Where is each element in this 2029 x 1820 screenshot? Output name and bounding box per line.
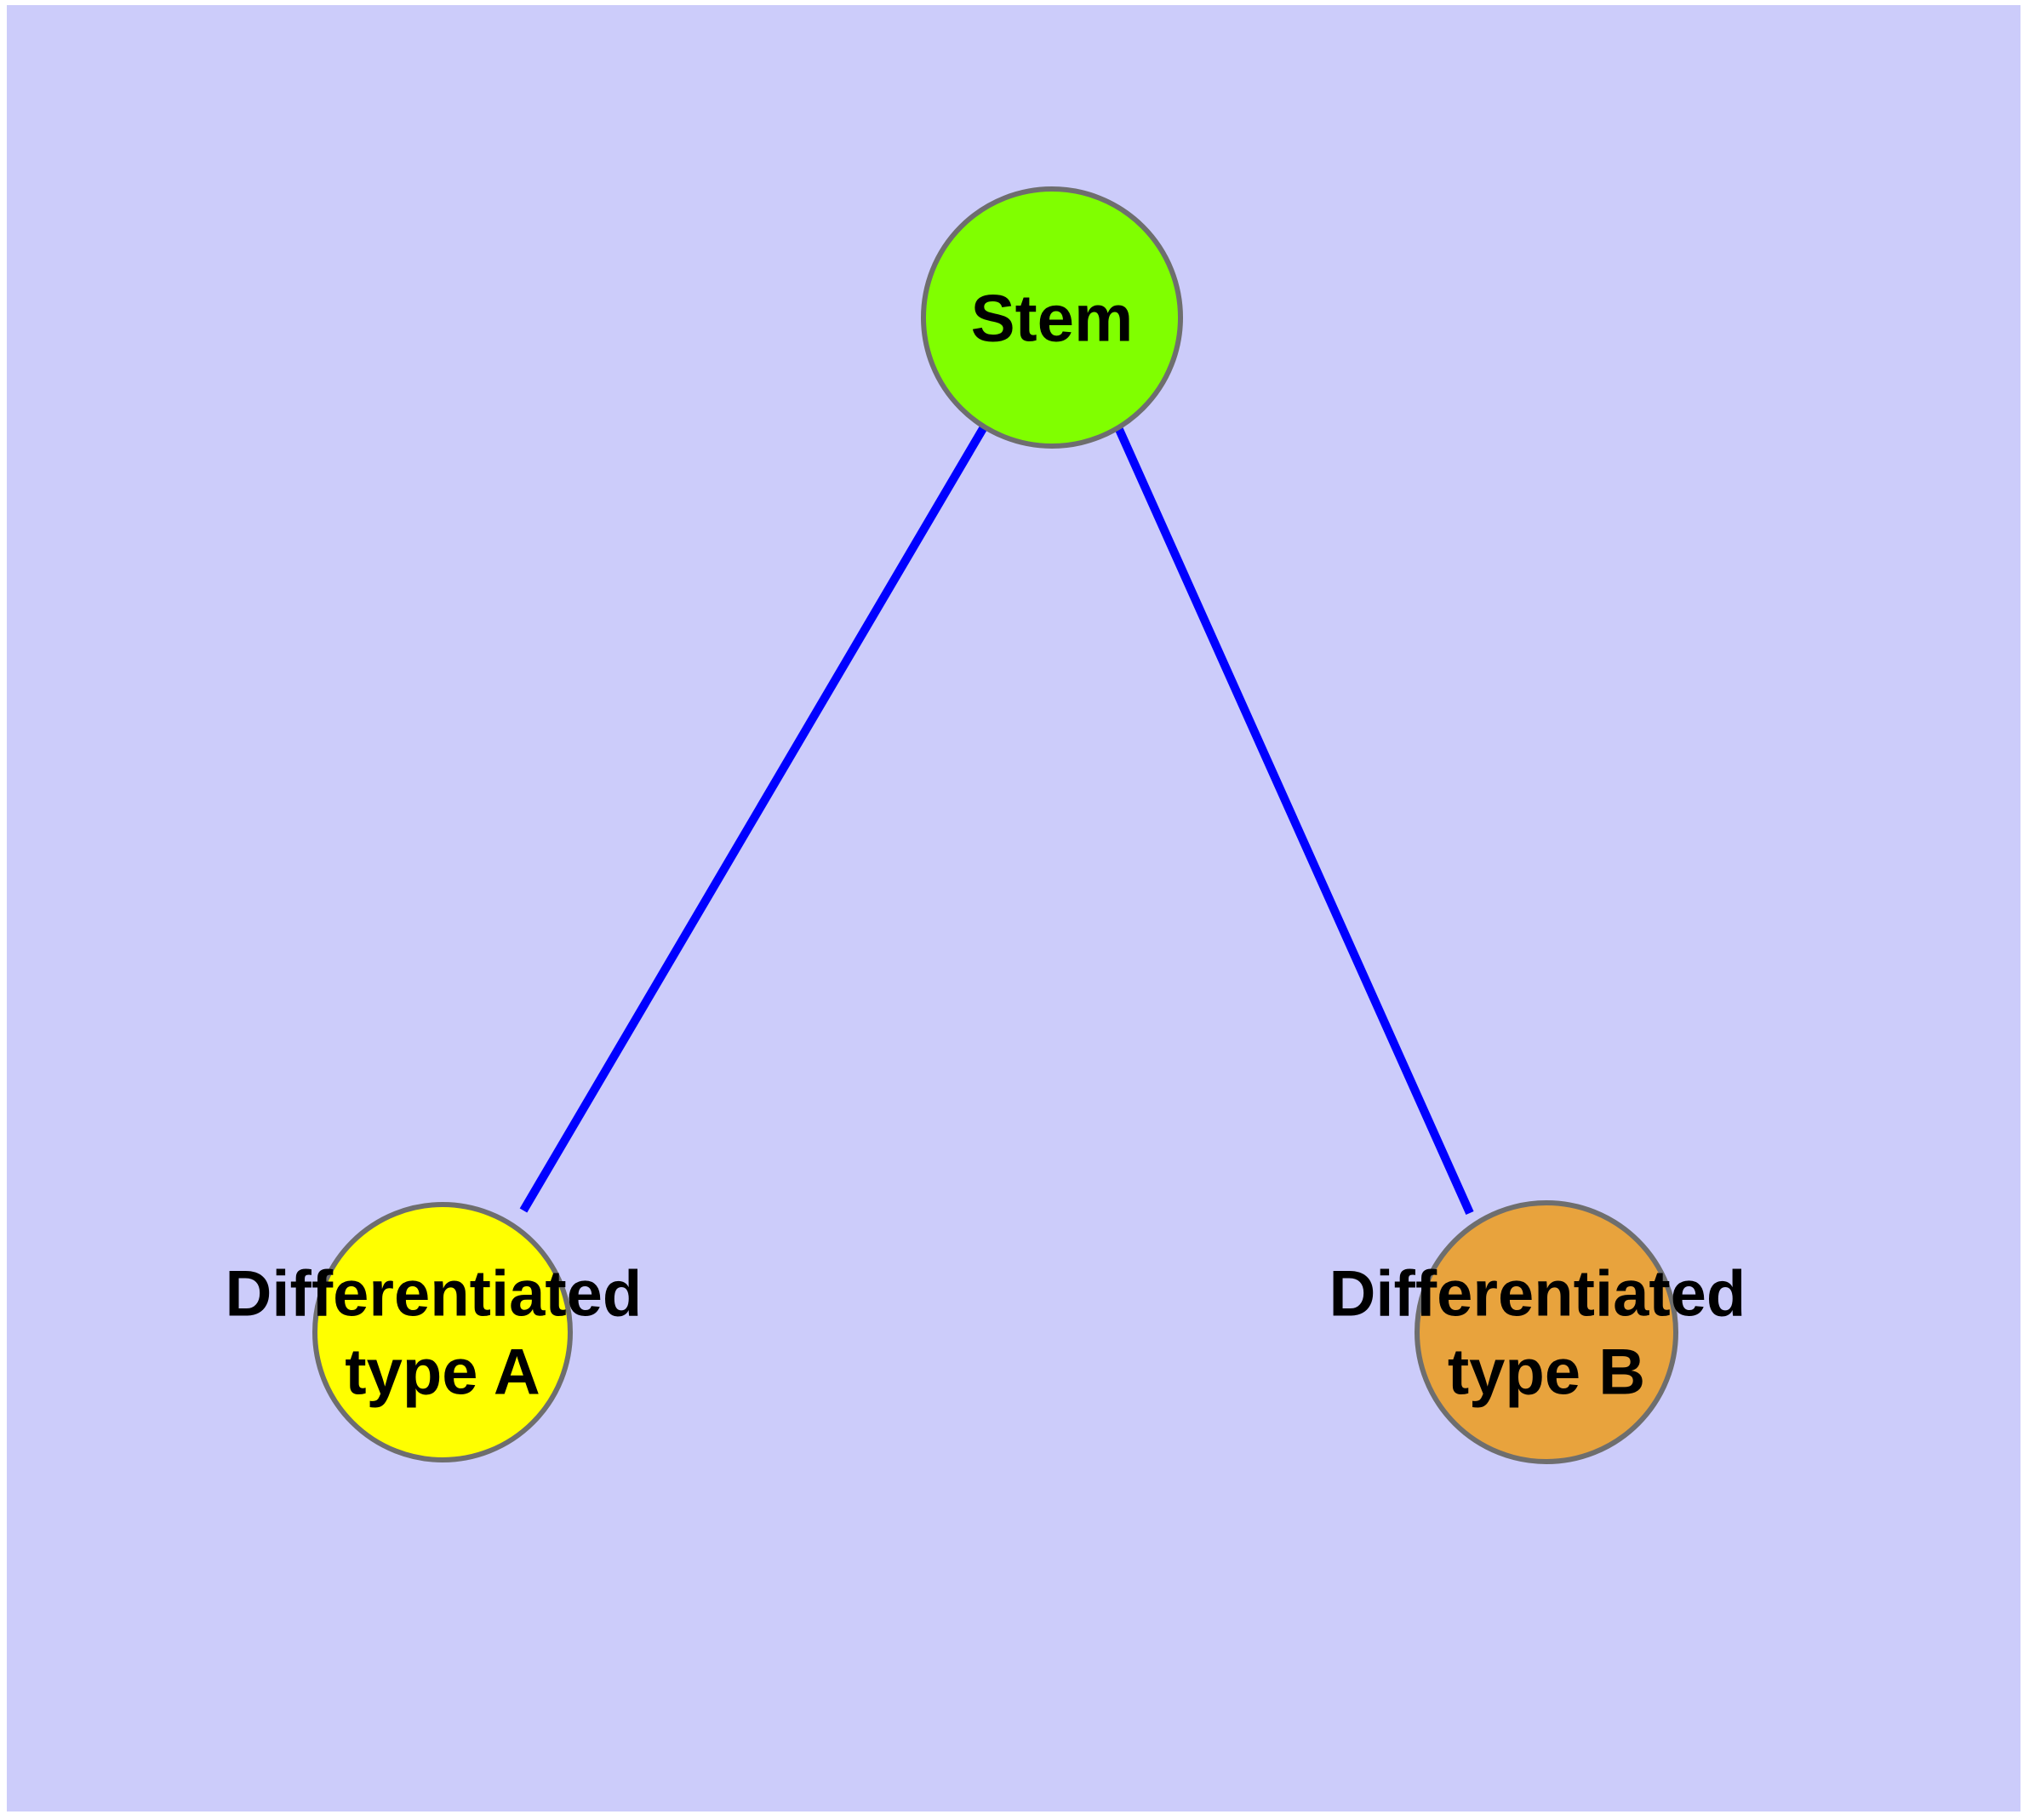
node-stem-circle[interactable] — [921, 186, 1183, 449]
node-differentiated-type-b[interactable] — [1415, 1200, 1678, 1464]
node-differentiated-type-a-label: Differentiated type A — [226, 1258, 660, 1409]
node-differentiated-type-b-label: Differentiated type B — [1329, 1258, 1764, 1409]
labels-layer: Stem Differentiated type A Differentiate… — [226, 280, 1764, 1409]
edge-stem-to-differentiated-type-a[interactable] — [519, 423, 989, 1213]
node-differentiated-type-b-circle[interactable] — [1415, 1200, 1678, 1464]
nodes-layer — [312, 186, 1678, 1464]
node-differentiated-type-a-circle[interactable] — [312, 1202, 573, 1462]
node-differentiated-type-a[interactable] — [312, 1202, 573, 1462]
edge-stem-to-differentiated-type-b[interactable] — [1113, 423, 1474, 1216]
node-stem[interactable] — [921, 186, 1183, 449]
edges-layer — [519, 423, 1474, 1216]
node-stem-label: Stem — [971, 280, 1134, 355]
